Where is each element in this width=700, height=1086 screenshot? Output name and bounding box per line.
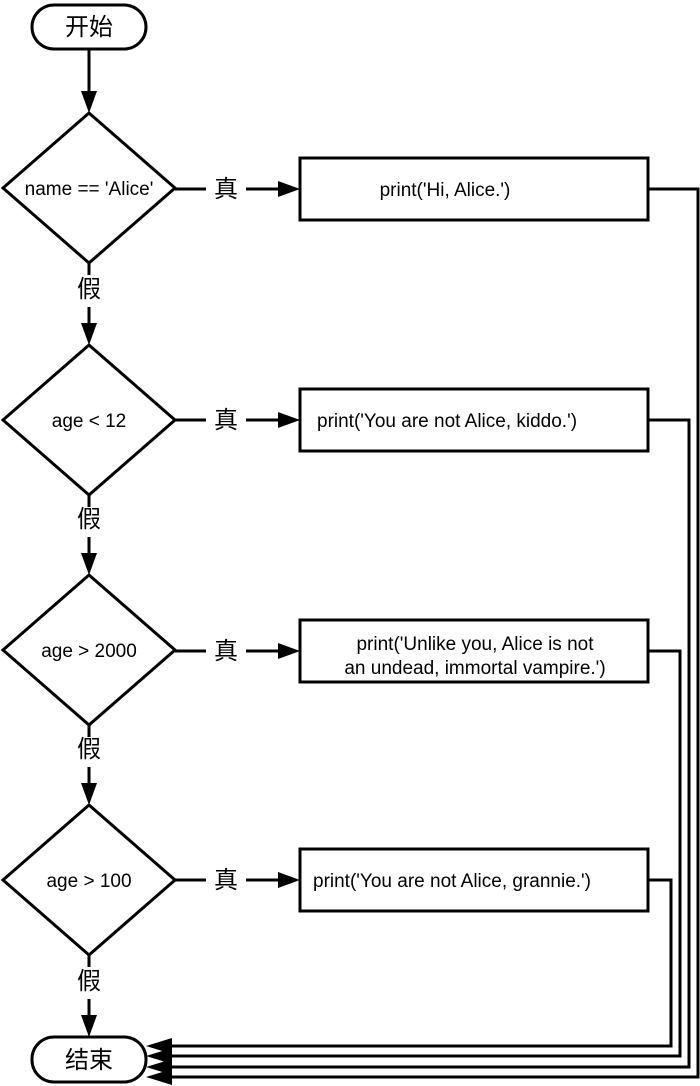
false-label-4: 假 <box>77 968 101 995</box>
right-arrowhead <box>278 181 300 197</box>
false-branch-4: 假 <box>77 955 101 1037</box>
condition-label-3: age > 2000 <box>41 641 137 662</box>
return-path-3 <box>172 649 682 1058</box>
false-branch-3: 假 <box>77 725 101 805</box>
right-arrowhead <box>278 872 300 888</box>
return-path-2 <box>172 418 691 1069</box>
action-box-4: print('You are not Alice, grannie.') <box>298 847 650 913</box>
start-node: 开始 <box>30 3 148 51</box>
down-arrowhead <box>81 1015 97 1037</box>
return-path-4 <box>172 878 673 1048</box>
down-arrowhead <box>81 91 97 113</box>
action-rect-1 <box>298 156 650 222</box>
true-branch-3: 真 <box>175 638 300 665</box>
false-label-1: 假 <box>77 276 101 303</box>
return-path-1 <box>172 187 700 1079</box>
return-arrowhead-4 <box>146 1038 172 1054</box>
false-label-3: 假 <box>77 736 101 763</box>
end-label: 结束 <box>65 1047 113 1074</box>
action-label-3-line-2: an undead, immortal vampire.') <box>344 658 605 679</box>
down-arrowhead <box>81 323 97 345</box>
true-label-1: 真 <box>214 176 238 203</box>
return-arrowhead-2 <box>146 1059 172 1075</box>
true-label-4: 真 <box>214 867 238 894</box>
action-box-3: print('Unlike you, Alice is not an undea… <box>298 618 650 684</box>
action-label-4: print('You are not Alice, grannie.') <box>313 871 591 892</box>
decision-diamond-1: name == 'Alice' <box>0 111 178 265</box>
false-branch-1: 假 <box>77 263 101 345</box>
action-box-2: print('You are not Alice, kiddo.') <box>298 387 650 453</box>
connector-start-to-decision-1 <box>81 49 97 113</box>
action-rect-4 <box>298 847 650 913</box>
right-arrowhead <box>278 412 300 428</box>
condition-label-1: name == 'Alice' <box>25 179 154 200</box>
action-box-1: print('Hi, Alice.') <box>298 156 650 222</box>
end-node: 结束 <box>30 1035 148 1084</box>
action-rect-3 <box>298 618 650 684</box>
down-arrowhead <box>81 783 97 805</box>
action-label-2: print('You are not Alice, kiddo.') <box>317 411 577 432</box>
down-arrowhead <box>81 553 97 575</box>
true-branch-4: 真 <box>175 867 300 894</box>
action-label-3-line-1: print('Unlike you, Alice is not <box>356 634 594 655</box>
return-line-2 <box>146 418 691 1075</box>
true-branch-1: 真 <box>175 176 300 203</box>
true-label-3: 真 <box>214 638 238 665</box>
action-rect-2 <box>298 387 650 453</box>
false-branch-2: 假 <box>77 495 101 575</box>
end-capsule <box>30 1035 148 1084</box>
true-label-2: 真 <box>214 407 238 434</box>
return-line-4 <box>146 878 673 1054</box>
condition-label-4: age > 100 <box>46 871 131 892</box>
decision-diamond-4: age > 100 <box>0 803 178 957</box>
true-branch-2: 真 <box>175 407 300 434</box>
start-label: 开始 <box>65 14 113 41</box>
decision-diamond-2: age < 12 <box>0 343 178 497</box>
action-label-1: print('Hi, Alice.') <box>380 180 511 201</box>
false-label-2: 假 <box>77 506 101 533</box>
right-arrowhead <box>278 643 300 659</box>
condition-label-2: age < 12 <box>52 411 127 432</box>
decision-diamond-3: age > 2000 <box>0 573 178 727</box>
